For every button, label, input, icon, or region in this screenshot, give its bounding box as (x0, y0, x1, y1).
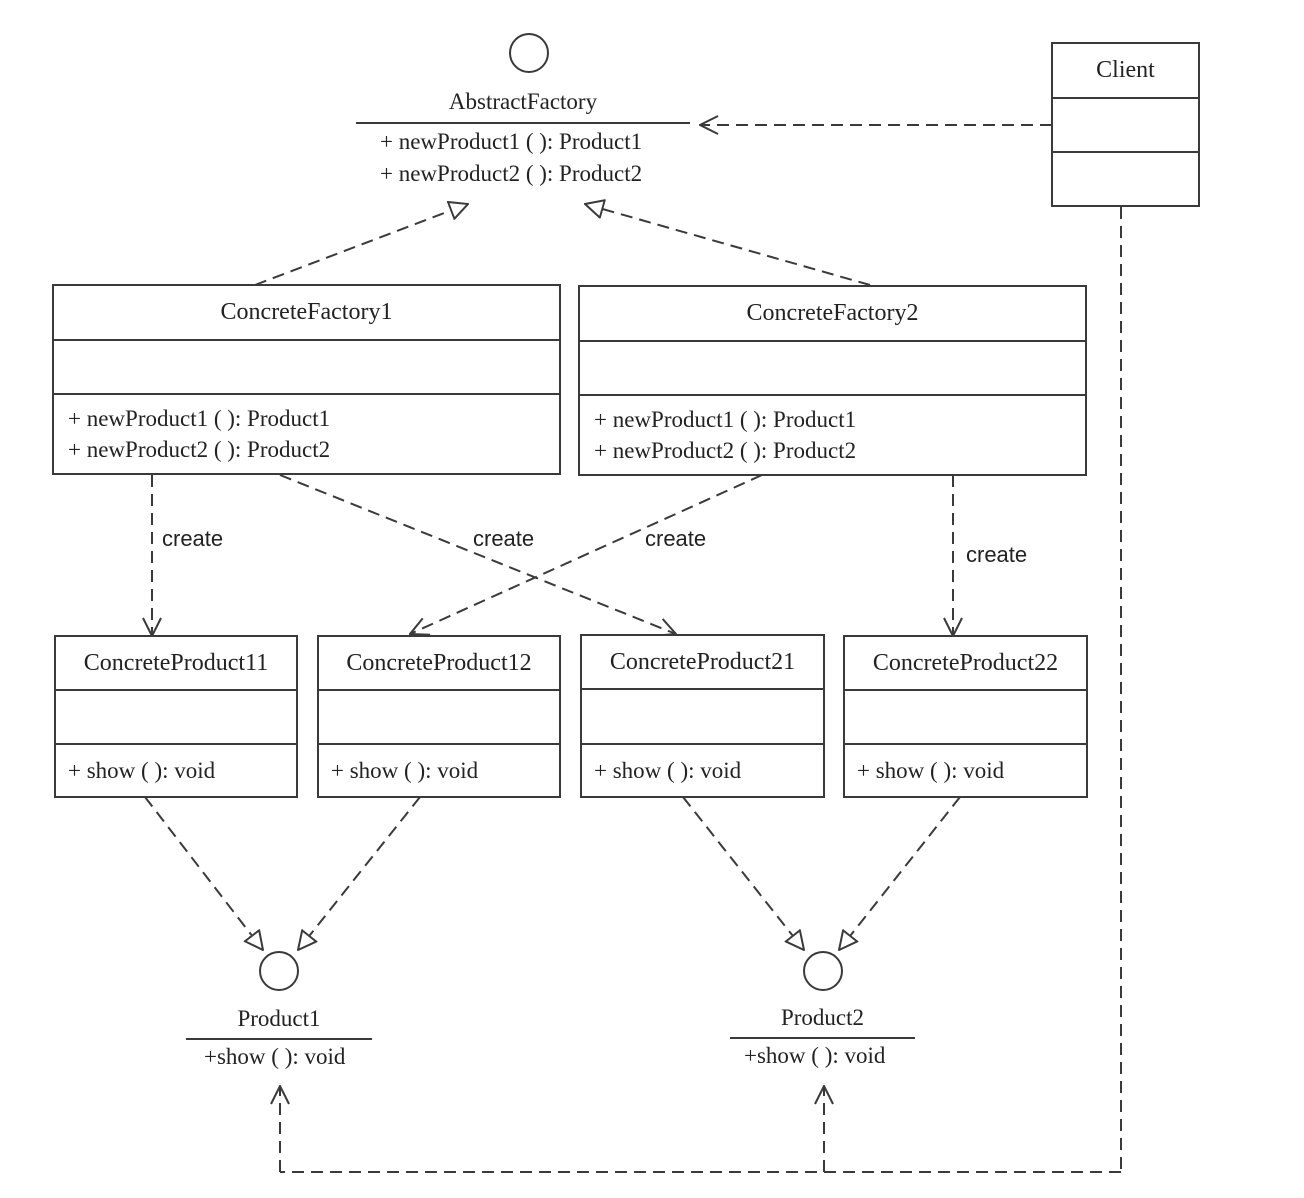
concrete-product-12: ConcreteProduct12 + show ( ): void (317, 635, 561, 798)
realization-factory2 (585, 204, 871, 286)
operation: + newProduct2 ( ): Product2 (594, 438, 857, 463)
operation: + show ( ): void (68, 758, 216, 783)
operation: + newProduct1 ( ): Product1 (594, 407, 857, 432)
create-label-1: create (162, 526, 224, 551)
abstract-factory-interface: AbstractFactory + newProduct1 ( ): Produ… (356, 87, 690, 190)
client-operations (1053, 153, 1198, 205)
realization-factory1 (254, 204, 468, 286)
class-attributes (582, 690, 823, 745)
class-operations: + show ( ): void (56, 745, 296, 796)
class-name: ConcreteFactory2 (580, 287, 1085, 342)
operation: + newProduct1 ( ): Product1 (68, 406, 331, 431)
operation: + show ( ): void (857, 758, 1005, 783)
class-name: ConcreteProduct11 (56, 637, 296, 691)
client-attributes (1053, 99, 1198, 153)
abstract-factory-divider (356, 122, 690, 124)
class-attributes (580, 342, 1085, 396)
class-attributes (56, 691, 296, 745)
create-label-4: create (966, 542, 1028, 567)
class-attributes (845, 691, 1086, 745)
product2-interface: Product2 +show ( ): void (730, 1003, 915, 1072)
interface-name: Product2 (780, 1005, 865, 1030)
concrete-product-22: ConcreteProduct22 + show ( ): void (843, 635, 1088, 798)
class-operations: + show ( ): void (845, 745, 1086, 796)
product2-interface-icon (803, 951, 843, 991)
class-name: ConcreteProduct12 (319, 637, 559, 691)
create-edge-3 (410, 474, 763, 634)
realization-product11 (144, 796, 263, 950)
interface-name: Product1 (237, 1006, 321, 1031)
create-edge-2 (279, 474, 676, 634)
class-name: ConcreteFactory1 (54, 286, 559, 341)
realization-product12 (298, 796, 421, 950)
class-name: ConcreteProduct22 (845, 637, 1086, 691)
concrete-product-11: ConcreteProduct11 + show ( ): void (54, 635, 298, 798)
realization-product22 (839, 796, 961, 950)
realization-product21 (682, 796, 804, 950)
class-operations: + show ( ): void (582, 745, 823, 796)
operation: + newProduct2 ( ): Product2 (68, 437, 331, 462)
interface-divider (186, 1038, 372, 1040)
class-operations: + newProduct1 ( ): Product1 + newProduct… (54, 395, 559, 473)
create-label-2: create (473, 526, 535, 551)
operation: + newProduct1 ( ): Product1 (380, 129, 643, 154)
interface-ops: +show ( ): void (730, 1039, 915, 1072)
operation: +show ( ): void (744, 1043, 886, 1068)
operation: + newProduct2 ( ): Product2 (380, 161, 643, 186)
client-name: Client (1053, 44, 1198, 99)
client-class: Client (1051, 42, 1200, 207)
interface-ops: +show ( ): void (186, 1040, 372, 1073)
product1-interface-icon (259, 951, 299, 991)
operation: + show ( ): void (331, 758, 479, 783)
abstract-factory-ops: + newProduct1 ( ): Product1 + newProduct… (356, 124, 690, 190)
class-operations: + show ( ): void (319, 745, 559, 796)
concrete-factory-1: ConcreteFactory1 + newProduct1 ( ): Prod… (52, 284, 561, 475)
product1-interface: Product1 +show ( ): void (186, 1004, 372, 1073)
interface-divider (730, 1037, 915, 1039)
class-operations: + newProduct1 ( ): Product1 + newProduct… (580, 396, 1085, 474)
abstract-factory-interface-icon (509, 33, 549, 73)
class-attributes (54, 341, 559, 395)
class-name: ConcreteProduct21 (582, 636, 823, 690)
operation: +show ( ): void (204, 1044, 346, 1069)
concrete-factory-2: ConcreteFactory2 + newProduct1 ( ): Prod… (578, 285, 1087, 476)
abstract-factory-name: AbstractFactory (448, 89, 598, 114)
create-label-3: create (645, 526, 707, 551)
concrete-product-21: ConcreteProduct21 + show ( ): void (580, 634, 825, 798)
class-attributes (319, 691, 559, 745)
operation: + show ( ): void (594, 758, 742, 783)
